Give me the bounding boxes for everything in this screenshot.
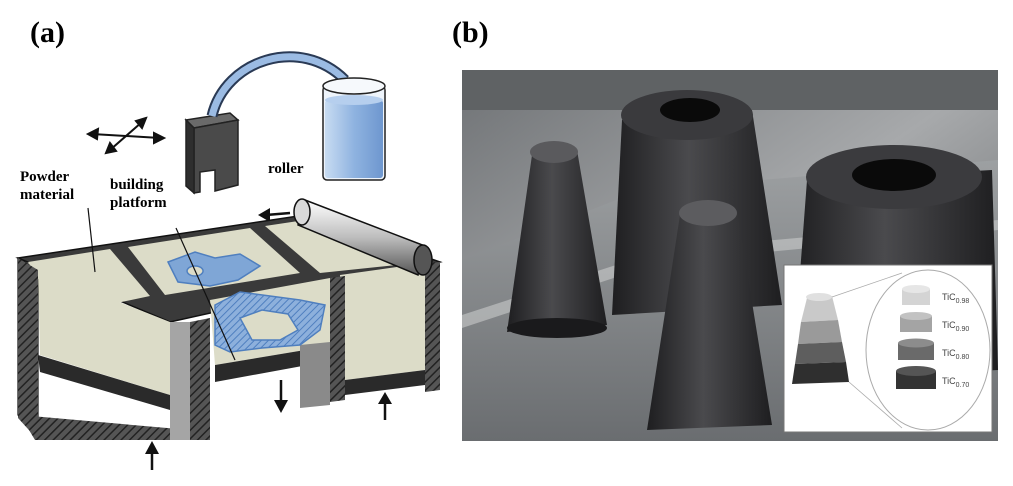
layer-0-70 [896, 366, 936, 389]
powder-leader-line [87, 207, 96, 273]
front-cone [647, 200, 772, 430]
tic-080-label: TiC0.80 [942, 348, 969, 361]
gradient-composition-inset: TiC0.98 TiC0.90 TiC0.80 TiC0.70 [783, 264, 993, 433]
tic-070-label: TiC0.70 [942, 376, 969, 389]
tic-090-label: TiC0.90 [942, 320, 969, 333]
layer-0-80 [898, 338, 934, 360]
right-feed-up-arrow-icon [378, 392, 392, 420]
binder-jetting-diagram [15, 51, 443, 470]
panel-a-label: (a) [30, 16, 65, 49]
printed-parts-photo: TiC0.98 TiC0.90 TiC0.80 TiC0.70 [462, 70, 998, 441]
panel-b-label: (b) [452, 16, 489, 49]
tic-098-label: TiC0.98 [942, 292, 969, 305]
roller-direction-arrow-icon [258, 208, 291, 222]
roller [293, 198, 433, 277]
platform-down-arrow-icon [274, 380, 288, 413]
powder-label-line2: material [20, 187, 75, 203]
xy-movement-arrows-icon [85, 116, 167, 155]
platform-label-line2: platform [110, 195, 167, 211]
platform-label-line1: building [110, 177, 164, 193]
small-cone-left [507, 141, 607, 338]
powder-label-line1: Powder [20, 169, 70, 185]
binder-container [322, 77, 386, 181]
roller-label: roller [268, 161, 304, 177]
layer-0-90 [900, 312, 932, 332]
left-feed-up-arrow-icon [145, 441, 159, 470]
print-head [184, 112, 240, 195]
powder-material-label: Powder material [20, 168, 74, 204]
layer-0-98 [902, 285, 930, 305]
building-platform-label: building platform [110, 176, 167, 212]
platform-leader-line [175, 227, 236, 361]
